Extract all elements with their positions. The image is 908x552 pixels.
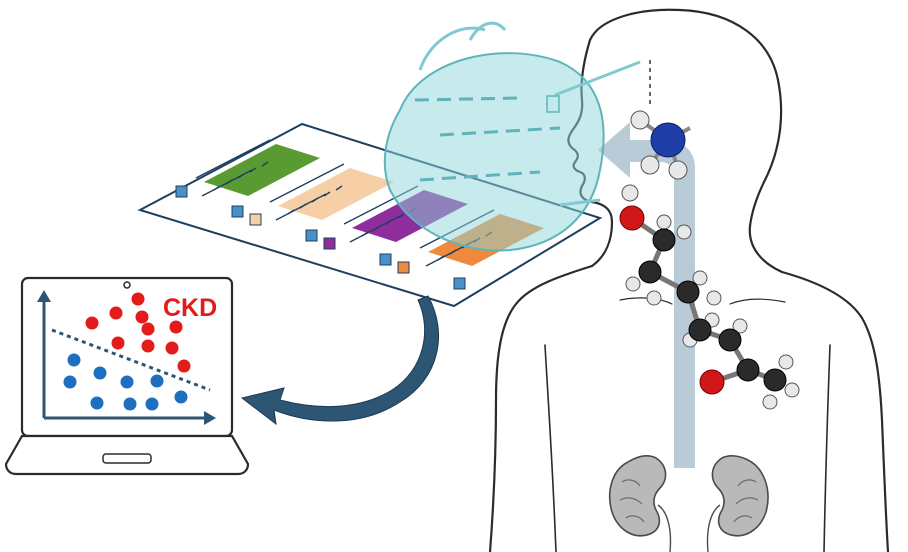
- left-arm-inner: [544, 344, 557, 552]
- mask-strap-ear: [554, 60, 641, 97]
- mask-strap-top2: [468, 21, 507, 41]
- clavicle-left: [619, 297, 673, 305]
- ckd-point: [141, 322, 155, 336]
- oxygen-atom-carbonyl: [699, 369, 725, 395]
- hydrogen-atom: [668, 160, 688, 180]
- electrode-traces: [195, 139, 495, 267]
- control-point: [93, 366, 107, 380]
- hydrogen-atom: [630, 110, 650, 130]
- control-point: [123, 397, 137, 411]
- touchpad: [102, 453, 152, 464]
- hydrogen-atom: [640, 155, 660, 175]
- control-point: [90, 396, 104, 410]
- ckd-label: CKD: [163, 294, 217, 322]
- right-kidney: [706, 455, 769, 552]
- x-axis-arrowhead: [204, 411, 216, 425]
- ckd-point: [109, 306, 123, 320]
- ckd-points: [85, 292, 191, 373]
- mask-valve: [546, 95, 560, 113]
- y-axis-arrowhead: [37, 290, 51, 302]
- electrode-peach: [278, 168, 394, 220]
- mask-folds: [414, 96, 561, 182]
- neck-right: [748, 224, 784, 274]
- control-point: [150, 374, 164, 388]
- clavicle-right: [729, 298, 786, 305]
- mask-strap-bottom: [559, 198, 601, 207]
- neck-left: [590, 220, 614, 268]
- ckd-point: [177, 359, 191, 373]
- ckd-point: [165, 341, 179, 355]
- oxygen-atom-hydroxyl: [619, 205, 645, 231]
- control-points: [63, 353, 188, 411]
- laptop-base: [4, 434, 250, 476]
- left-kidney: [608, 455, 672, 552]
- right-arm-inner: [823, 344, 831, 552]
- control-point: [174, 390, 188, 404]
- ckd-point: [85, 316, 99, 330]
- ckd-point: [131, 292, 145, 306]
- laptop: CKD: [4, 276, 250, 476]
- webcam-icon: [123, 281, 131, 289]
- left-shoulder: [488, 264, 594, 552]
- control-point: [63, 375, 77, 389]
- ckd-point: [141, 339, 155, 353]
- head-outline: [588, 8, 783, 228]
- ckd-point: [169, 320, 183, 334]
- flow-arrow: [598, 122, 695, 468]
- ketone-molecule: [619, 184, 800, 410]
- scatter-plot: CKD: [37, 290, 217, 425]
- mask-body: [383, 52, 605, 252]
- control-point: [120, 375, 134, 389]
- ckd-point: [111, 336, 125, 350]
- face-mask: [383, 21, 641, 252]
- kidneys: [608, 455, 769, 552]
- control-point: [67, 353, 81, 367]
- nitrogen-atom: [650, 122, 686, 158]
- ammonia-molecule: [630, 60, 691, 180]
- ckd-point: [135, 310, 149, 324]
- control-point: [145, 397, 159, 411]
- right-shoulder: [780, 270, 890, 552]
- curved-arrow: [240, 295, 440, 426]
- contact-pads: [175, 185, 466, 290]
- electrode-green: [204, 144, 320, 196]
